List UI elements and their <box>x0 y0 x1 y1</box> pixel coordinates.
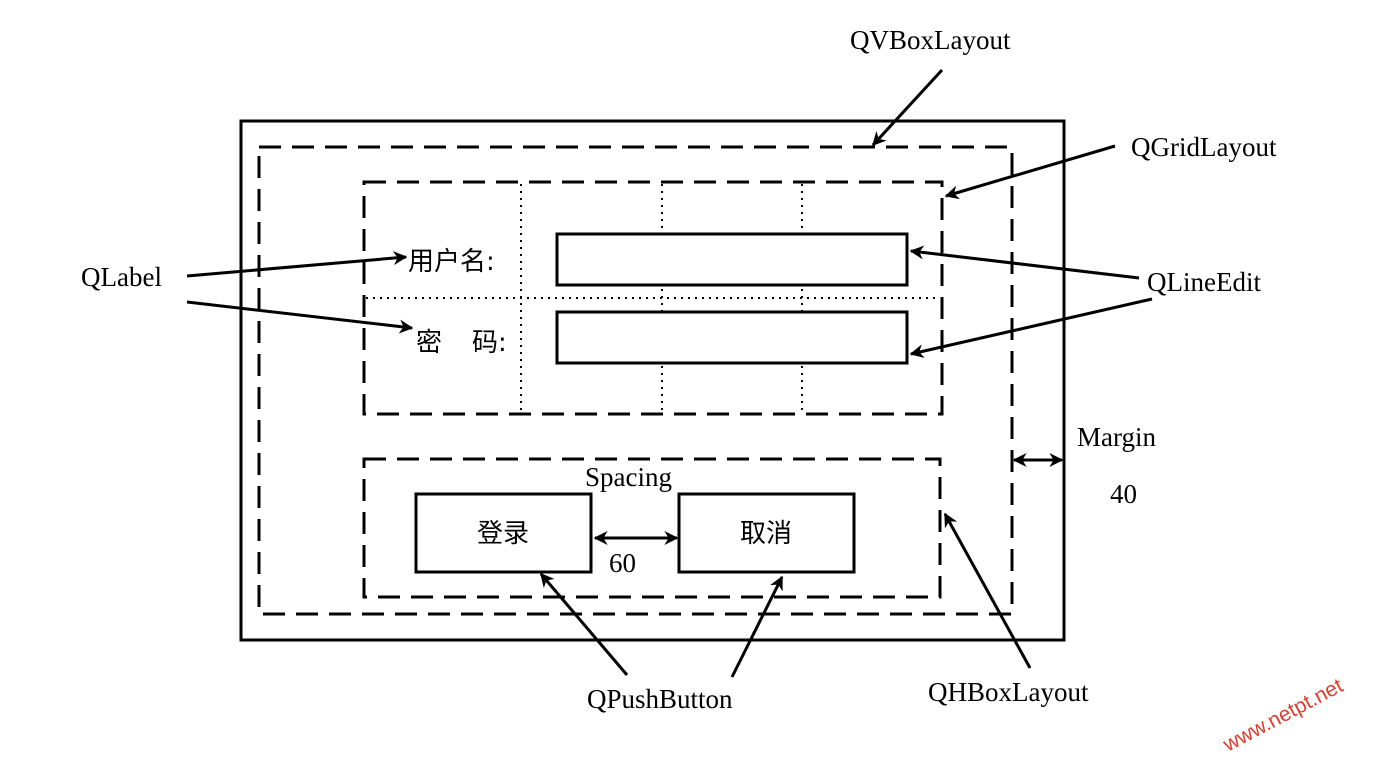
password-label-part2: 码: <box>472 328 507 358</box>
vbox-layout-box <box>257 145 1014 616</box>
qvboxlayout-label: QVBoxLayout <box>850 25 1011 55</box>
margin-value: 40 <box>1110 479 1137 509</box>
cancel-button-label: 取消 <box>740 519 792 549</box>
hbox-layout-box <box>362 457 942 599</box>
qgridlayout-label: QGridLayout <box>1131 132 1277 162</box>
qlineedit-arrow-username <box>909 245 1140 280</box>
password-label-part1: 密 <box>416 328 442 358</box>
spacing-label: Spacing <box>585 462 672 492</box>
username-lineedit[interactable] <box>555 232 909 287</box>
login-button-label: 登录 <box>477 519 529 549</box>
margin-label: Margin <box>1077 422 1156 452</box>
qlabel-label: QLabel <box>81 262 162 292</box>
grid-layout-box <box>362 180 944 416</box>
spacing-value: 60 <box>609 548 636 578</box>
cancel-button[interactable] <box>677 492 856 574</box>
window-frame <box>239 119 1066 642</box>
qlineedit-label: QLineEdit <box>1147 267 1261 297</box>
qvboxlayout-arrow <box>871 68 944 147</box>
callout-arrows <box>186 68 1153 678</box>
qhboxlayout-label: QHBoxLayout <box>928 677 1089 707</box>
qpushbutton-label: QPushButton <box>587 684 733 714</box>
qlabel-arrow-username <box>186 251 408 278</box>
password-lineedit[interactable] <box>555 310 909 365</box>
qlineedit-arrow-password <box>909 297 1153 359</box>
qlabel-arrow-password <box>186 300 414 334</box>
watermark: www.netpt.net <box>1219 674 1347 757</box>
qgridlayout-arrow <box>944 144 1116 200</box>
pushbutton-arrow-cancel <box>730 575 784 678</box>
username-label: 用户名: <box>408 247 495 277</box>
qhboxlayout-arrow <box>943 512 1032 669</box>
pushbutton-arrow-login <box>539 572 629 676</box>
login-button[interactable] <box>414 492 593 574</box>
grid-dotted-lines <box>366 184 940 412</box>
